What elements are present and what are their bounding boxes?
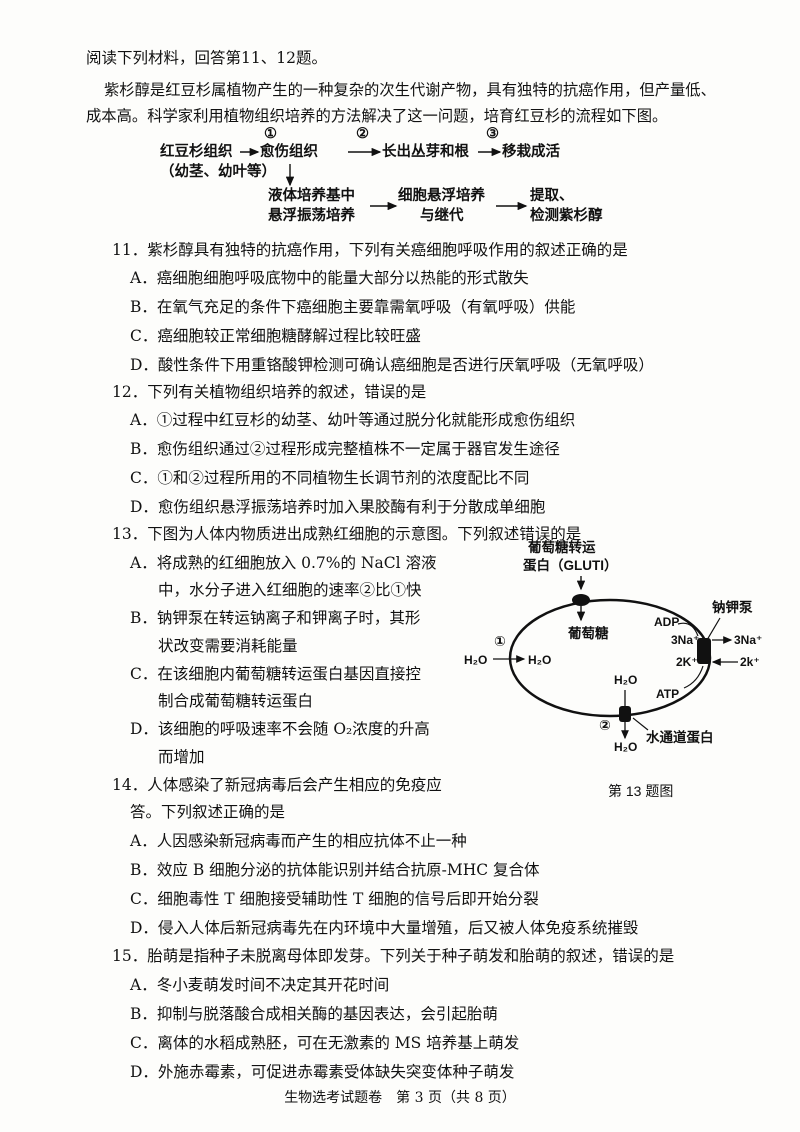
flow-cells-2: 与继代 (420, 207, 464, 224)
adp-label: ADP (654, 615, 679, 629)
q12-option-a: A．①过程中红豆杉的幼茎、幼叶等通过脱分化就能形成愈伤组织 (130, 411, 576, 429)
h2o-outside-bottom: H₂O (614, 740, 637, 754)
k-inside-label: 2K⁺ (676, 655, 698, 669)
atp-label: ATP (656, 687, 679, 701)
q13-option-d-line-2: 而增加 (158, 748, 205, 766)
material-line-1: 紫杉醇是红豆杉属植物产生的一种复杂的次生代谢产物，具有独特的抗癌作用，但产量低、 (104, 81, 716, 99)
flow-step-2-marker: ② (356, 125, 369, 142)
figure-caption: 第 13 题图 (608, 783, 673, 799)
q13-option-a-line-1: A．将成熟的红细胞放入 0.7%的 NaCl 溶液 (130, 554, 437, 572)
flow-extract-1: 提取、 (530, 187, 574, 204)
q14-option-d: D．侵入人体后新冠病毒先在内环境中大量增殖，后又被人体免疫系统摧毁 (130, 919, 639, 937)
pathway-2-marker: ② (599, 717, 611, 733)
q13-option-d-line-1: D．该细胞的呼吸速率不会随 O₂浓度的升高 (130, 720, 430, 738)
q14-stem-line-2: 答。下列叙述正确的是 (130, 803, 286, 821)
pathway-1-marker: ① (494, 633, 506, 649)
q12-option-c: C．①和②过程所用的不同植物生长调节剂的浓度配比不同 (130, 469, 530, 487)
h2o-inside-left: H₂O (528, 653, 551, 667)
q14-stem-line-1: 14．人体感染了新冠病毒后会产生相应的免疫应 (112, 776, 442, 794)
q12-stem: 12．下列有关植物组织培养的叙述，错误的是 (112, 383, 427, 401)
na-inside-label: 3Na⁺ (671, 633, 699, 647)
glut-protein-icon (572, 594, 590, 606)
flow-callus: 愈伤组织 (260, 143, 318, 160)
flow-step-3-marker: ③ (486, 125, 499, 142)
glut-label-2: 蛋白（GLUTI） (523, 557, 618, 573)
flow-start: 红豆杉组织 (160, 143, 233, 160)
flow-liquid-1: 液体培养基中 (268, 187, 355, 204)
q15-option-b: B．抑制与脱落酸合成相关酶的基因表达，会引起胎萌 (130, 1005, 498, 1023)
flow-cells-1: 细胞悬浮培养 (398, 187, 485, 204)
q11-option-d: D．酸性条件下用重铬酸钾检测可确认癌细胞是否进行厌氧呼吸（无氧呼吸） (130, 356, 654, 374)
q11-option-a: A．癌细胞细胞呼吸底物中的能量大部分以热能的形式散失 (130, 269, 529, 287)
q15-option-c: C．离体的水稻成熟胚，可在无激素的 MS 培养基上萌发 (130, 1034, 520, 1052)
q11-option-b: B．在氧气充足的条件下癌细胞主要靠需氧呼吸（有氧呼吸）供能 (130, 298, 576, 316)
q13-option-b-line-2: 状改变需要消耗能量 (158, 637, 298, 655)
flow-transplant: 移栽成活 (502, 143, 560, 160)
q14-option-a: A．人因感染新冠病毒而产生的相应抗体不止一种 (130, 832, 467, 850)
q14-option-b: B．效应 B 细胞分泌的抗体能识别并结合抗原-MHC 复合体 (130, 861, 540, 879)
q12-option-d: D．愈伤组织悬浮振荡培养时加入果胶酶有利于分散成单细胞 (130, 498, 546, 516)
flow-step-1-marker: ① (264, 125, 277, 142)
aquaporin-label: 水通道蛋白 (646, 729, 714, 745)
aquaporin-icon (619, 706, 631, 722)
q11-option-c: C．癌细胞较正常细胞糖酵解过程比较旺盛 (130, 327, 421, 345)
q13-stem: 13．下图为人体内物质进出成熟红细胞的示意图。下列叙述错误的是 (112, 525, 582, 543)
flow-shoots: 长出丛芽和根 (382, 143, 469, 160)
flow-liquid-2: 悬浮振荡培养 (268, 207, 355, 224)
q15-option-a: A．冬小麦萌发时间不决定其开花时间 (130, 976, 390, 994)
rbc-transport-figure: 葡萄糖转运 蛋白（GLUTI） 葡萄糖 钠钾泵 ADP 3Na⁺ 3Na⁺ 2k… (464, 539, 762, 799)
flow-extract-2: 检测紫杉醇 (530, 207, 603, 224)
flow-arrows (240, 147, 528, 211)
q13-option-a-line-2: 中，水分子进入红细胞的速率②比①快 (158, 581, 422, 599)
q13-option-c-line-2: 制合成葡萄糖转运蛋白 (158, 692, 314, 710)
pump-protein-icon (697, 638, 711, 664)
q13-option-b-line-1: B．钠钾泵在转运钠离子和钾离子时，其形 (130, 609, 421, 627)
flow-start-note: （幼茎、幼叶等） (160, 163, 276, 180)
k-outside-label: 2k⁺ (740, 655, 760, 669)
na-outside-label: 3Na⁺ (734, 633, 762, 647)
q14-option-c: C．细胞毒性 T 细胞接受辅助性 T 细胞的信号后即开始分裂 (130, 890, 539, 908)
material-line-2: 成本高。科学家利用植物组织培养的方法解决了这一问题，培育红豆杉的流程如下图。 (86, 107, 668, 125)
glut-label-1: 葡萄糖转运 (527, 539, 596, 555)
reading-instruction: 阅读下列材料，回答第11、12题。 (86, 49, 327, 67)
h2o-inside-bottom: H₂O (614, 673, 637, 687)
q15-stem: 15．胎萌是指种子未脱离母体即发芽。下列关于种子萌发和胎萌的叙述，错误的是 (112, 947, 675, 965)
q15-option-d: D．外施赤霉素，可促进赤霉素受体缺失突变体种子萌发 (130, 1063, 515, 1081)
q11-stem: 11．紫杉醇具有独特的抗癌作用，下列有关癌细胞呼吸作用的叙述正确的是 (112, 241, 628, 259)
page-footer: 生物选考试题卷 第 3 页（共 8 页） (284, 1090, 516, 1106)
h2o-outside-left: H₂O (464, 653, 487, 667)
pump-label: 钠钾泵 (712, 599, 753, 615)
q13-option-c-line-1: C．在该细胞内葡萄糖转运蛋白基因直接控 (130, 665, 421, 683)
glucose-label: 葡萄糖 (567, 625, 609, 641)
q12-option-b: B．愈伤组织通过②过程形成完整植株不一定属于器官发生途径 (130, 440, 560, 458)
